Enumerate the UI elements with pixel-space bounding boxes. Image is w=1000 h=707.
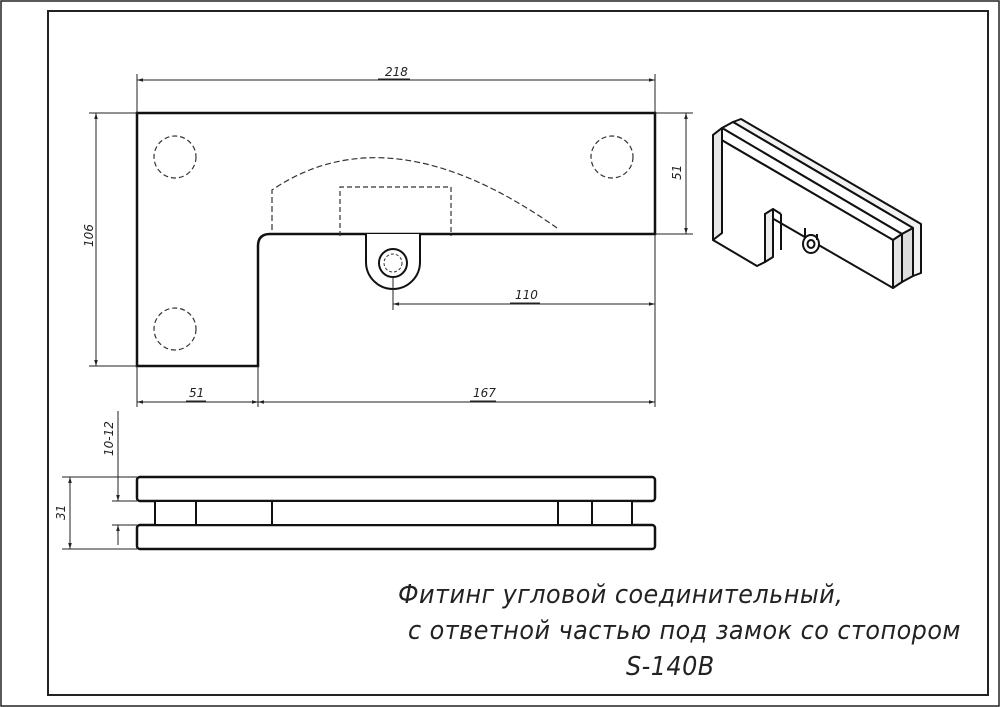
dim-left-width-label: 51 [189, 386, 204, 400]
isometric-view [712, 118, 922, 289]
top-view [135, 111, 657, 368]
dim-total-width-label: 218 [385, 65, 408, 79]
dim-right-height-label: 51 [670, 165, 684, 180]
dim-right-width-label: 167 [473, 386, 496, 400]
side-gap [154, 500, 633, 526]
dim-glass-gap-label: 10-12 [102, 421, 116, 456]
side-top-plate [135, 475, 657, 503]
hidden-arc [271, 157, 558, 230]
drawing-frame [47, 10, 989, 696]
hidden-hole-top-right [590, 135, 634, 179]
dim-glass-gap: 10-12 [102, 411, 137, 545]
title-model: S-140B [626, 652, 715, 682]
dim-total-height-label: 106 [82, 224, 96, 247]
lug-hole-hidden [383, 253, 403, 273]
side-bottom-plate [135, 523, 657, 551]
dim-hole-offset: 110 [392, 234, 656, 310]
title-line-2: с ответной частью под замок со стопором [408, 616, 961, 646]
dim-total-height: 106 [82, 112, 137, 367]
side-view [135, 475, 657, 551]
dim-thickness: 31 [54, 476, 137, 550]
hidden-hole-bottom-left [153, 307, 197, 351]
dim-hole-offset-label: 110 [515, 288, 538, 302]
title-line-1: Фитинг угловой соединительный, [398, 580, 844, 610]
hidden-slot [339, 186, 452, 236]
dim-right-height: 51 [655, 112, 693, 235]
dim-bottom-widths: 51 167 [136, 234, 656, 407]
dim-thickness-label: 31 [54, 505, 68, 520]
dim-total-width: 218 [136, 65, 656, 113]
hidden-hole-top-left [153, 135, 197, 179]
